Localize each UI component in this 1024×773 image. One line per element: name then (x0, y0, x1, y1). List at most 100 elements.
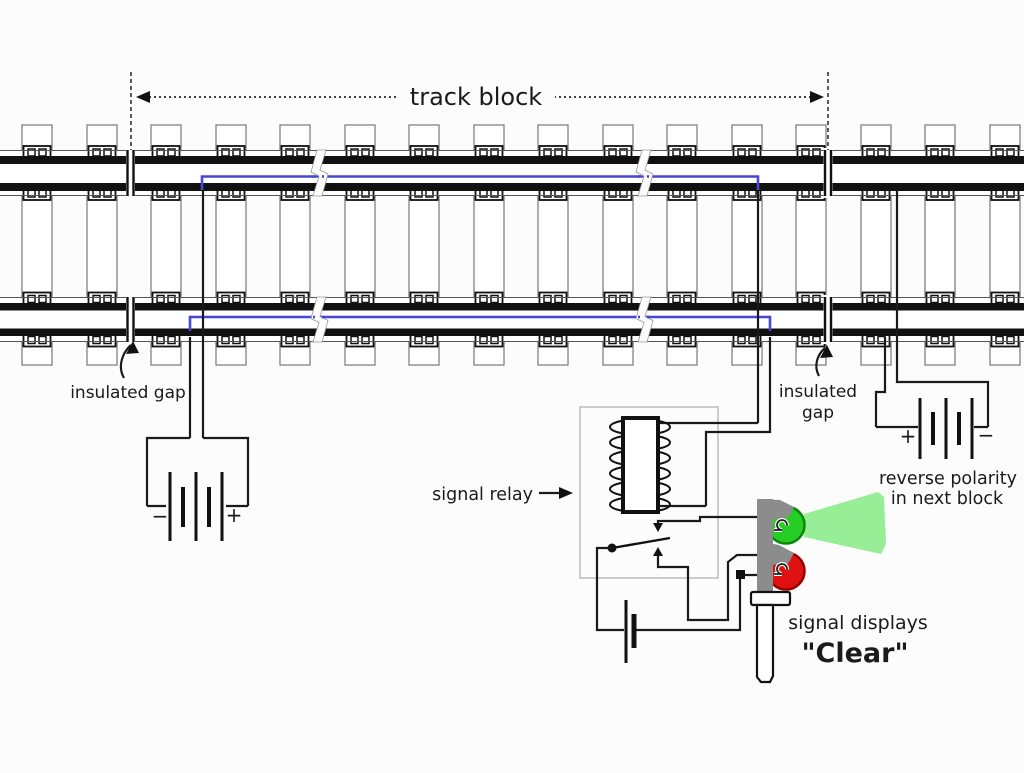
clip-bolt (27, 335, 36, 345)
track-feed-battery: − + (145, 191, 250, 541)
rail-break (310, 296, 329, 343)
arrowhead-left-icon (136, 91, 150, 103)
track-block-annotation: track block (130, 72, 829, 150)
clip-bolt (232, 335, 241, 345)
relay-contacts (607, 515, 757, 622)
clip-bolt (866, 335, 875, 345)
clip-bolt (167, 335, 176, 345)
clip-bolt (543, 294, 552, 304)
clip-bolt (748, 294, 757, 304)
signal-head: signal displays "Clear" (749, 492, 928, 684)
junction-dot (736, 570, 745, 579)
clip-bolt (1006, 294, 1015, 304)
clip-bolt (995, 335, 1004, 345)
reverse-polarity-label-1: reverse polarity (879, 469, 1017, 489)
battery-right-plus-label: + (900, 424, 917, 448)
signal-pole (755, 603, 775, 684)
clip-bolt (232, 294, 241, 304)
clip-bolt (683, 294, 692, 304)
clip-bolt (38, 335, 47, 345)
clip-bolt (608, 294, 617, 304)
insulated-gap-right-label-1: insulated (779, 382, 857, 402)
clip-bolt (350, 335, 359, 345)
clip-bolt (543, 335, 552, 345)
clip-bolt (285, 294, 294, 304)
clip-bolt (812, 335, 821, 345)
reverse-polarity-label-2: in next block (891, 489, 1004, 509)
clip-bolt (619, 294, 628, 304)
arrowhead-right-icon (559, 487, 573, 499)
clip-bolt (801, 335, 810, 345)
green-bulb-icon (774, 519, 788, 531)
clip-bolt (479, 335, 488, 345)
clip-bolt (748, 335, 757, 345)
bond-wire-blue (188, 175, 772, 331)
clip-bolt (608, 335, 617, 345)
arrowhead-right-icon (810, 91, 824, 103)
rail-break (635, 149, 654, 197)
clip-bolt (490, 335, 499, 345)
insulated-gap-slit (823, 295, 833, 344)
clip-bolt (156, 294, 165, 304)
clip-bolt (490, 294, 499, 304)
clip-bolt (866, 294, 875, 304)
clip-bolt (92, 294, 101, 304)
insulated-gap-left-label: insulated gap (70, 383, 186, 403)
battery-right-minus-label: − (978, 423, 995, 447)
relay-box (579, 406, 719, 579)
local-battery (624, 600, 637, 663)
back-contact-wire (656, 553, 757, 622)
insulated-gap-left-annotation: insulated gap (70, 341, 186, 403)
clip-bolt (285, 335, 294, 345)
next-block-battery: + − reverse polarity in next block (874, 191, 1017, 509)
insulated-gap-slit (823, 148, 833, 198)
battery-left-minus-label: − (152, 504, 169, 528)
clip-bolt (27, 294, 36, 304)
battery-cells (168, 472, 224, 541)
rail-break (635, 296, 654, 343)
clip-bolt (221, 335, 230, 345)
battery-cells (918, 398, 974, 459)
relay-wire-top-rail (659, 191, 760, 425)
rail-lines (0, 150, 1024, 342)
clip-bolt (930, 294, 939, 304)
clip-bolt (683, 335, 692, 345)
clip-bolt (554, 294, 563, 304)
insulated-gap-right-label-2: gap (802, 403, 834, 423)
clip-bolt (941, 335, 950, 345)
clip-bolt (156, 335, 165, 345)
clip-bolt (941, 294, 950, 304)
clip-bolt (737, 335, 746, 345)
clip-bolt (619, 335, 628, 345)
red-bulb-icon (774, 563, 788, 575)
clip-bolt (425, 294, 434, 304)
rail-breaks (310, 149, 654, 343)
clip-bolt (737, 294, 746, 304)
mast-collar (749, 590, 792, 607)
clip-bolt (414, 294, 423, 304)
signal-relay-label: signal relay (432, 485, 533, 505)
clip-bolt (1006, 335, 1015, 345)
clip-bolt (103, 335, 112, 345)
arrowhead-down-icon (653, 523, 663, 532)
clip-bolt (877, 294, 886, 304)
pivot-to-battery-wire (595, 546, 624, 632)
green-light-beam (804, 492, 886, 554)
clip-bolt (221, 294, 230, 304)
clip-bolt (554, 335, 563, 345)
insulated-gap-slit (126, 148, 135, 198)
clip-bolt (425, 335, 434, 345)
clip-bolt (296, 335, 305, 345)
clip-bolt (672, 294, 681, 304)
clip-bolt (414, 335, 423, 345)
clip-bolt (38, 294, 47, 304)
front-contact-wire (656, 515, 757, 524)
signal-relay: signal relay (432, 191, 772, 622)
rail-break (310, 149, 329, 197)
relay-wire-bottom-rail (659, 337, 772, 508)
insulated-gap-slit (126, 295, 135, 344)
arrowhead-up-icon (653, 547, 663, 556)
arrowhead-up-icon (820, 345, 833, 358)
